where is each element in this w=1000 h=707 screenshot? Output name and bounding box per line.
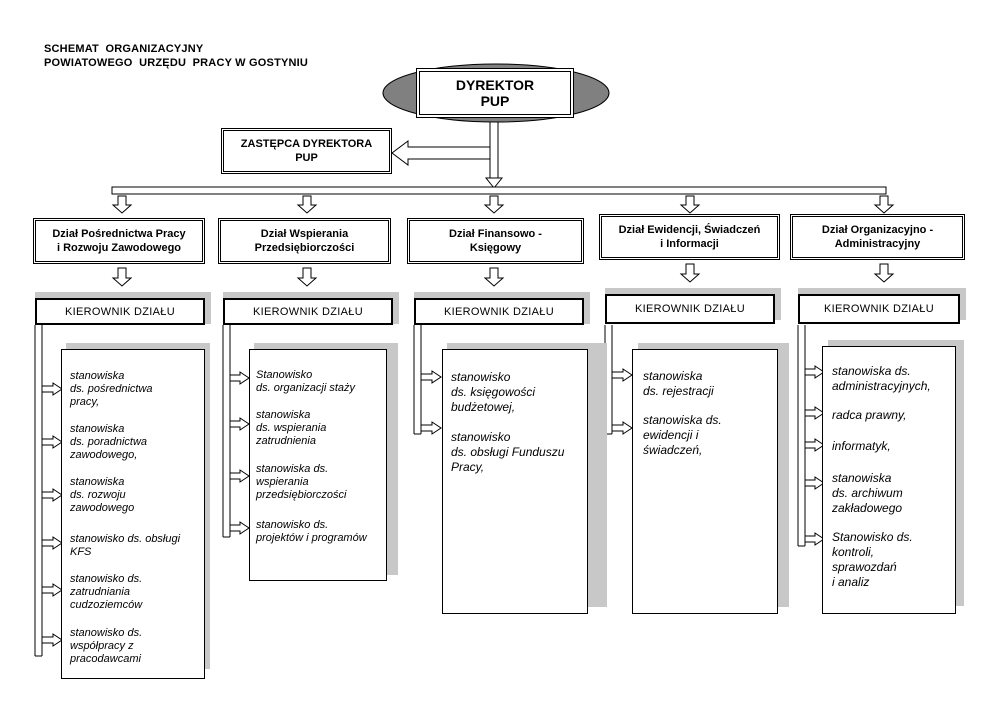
positions-box: stanowisko ds. księgowości budżetowej, s… — [442, 349, 588, 614]
head-down-arrows — [111, 263, 895, 287]
position-item: stanowiska ds. administracyjnych, — [832, 364, 931, 393]
deputy-arrow — [391, 140, 491, 166]
chart-title-line-2: POWIATOWEGO URZĘDU PRACY W GOSTYNIU — [44, 57, 309, 69]
positions-box: stanowiska ds. administracyjnych, radca … — [822, 346, 956, 614]
department-head-box: KIEROWNIK DZIAŁU — [414, 298, 584, 325]
department-head-box: KIEROWNIK DZIAŁU — [605, 294, 775, 324]
position-item: stanowiska ds. ewidencji i świadczeń, — [643, 413, 722, 457]
position-item: stanowisko ds. obsługi Funduszu Pracy, — [451, 430, 565, 474]
department-head-box: KIEROWNIK DZIAŁU — [223, 298, 393, 325]
position-item: stanowisko ds. księgowości budżetowej, — [451, 370, 536, 414]
chart-title-line-1: SCHEMAT ORGANIZACYJNY — [44, 43, 204, 55]
positions-box: stanowiska ds. pośrednictwa pracy, stano… — [61, 349, 205, 679]
position-item: stanowiska ds. archiwum zakładowego — [832, 471, 903, 515]
department-box: Dział Finansowo - Księgowy — [407, 218, 584, 264]
position-item: stanowisko ds. projektów i programów — [256, 519, 367, 544]
deputy-director-box: ZASTĘPCA DYREKTORA PUP — [221, 128, 392, 174]
position-item: stanowiska ds. wspierania przedsiębiorcz… — [256, 463, 347, 501]
director-box: DYREKTOR PUP — [416, 68, 574, 118]
position-item: Stanowisko ds. organizacji staży — [256, 369, 356, 394]
position-item: Stanowisko ds. kontroli, sprawozdań i an… — [832, 530, 913, 589]
department-box: Dział Pośrednictwa Pracy i Rozwoju Zawod… — [33, 218, 205, 264]
department-box: Dział Wspierania Przedsiębiorczości — [218, 218, 391, 264]
positions-box: stanowiska ds. rejestracji stanowiska ds… — [632, 349, 778, 614]
position-item: stanowisko ds. zatrudniania cudzoziemców — [70, 573, 143, 611]
positions-box: Stanowisko ds. organizacji staży stanowi… — [249, 349, 387, 581]
department-head-box: KIEROWNIK DZIAŁU — [35, 298, 205, 325]
position-item: informatyk, — [832, 439, 891, 453]
position-item: stanowiska ds. rejestracji — [643, 369, 714, 398]
position-item: stanowiska ds. pośrednictwa pracy, — [70, 370, 153, 408]
position-item: stanowiska ds. wspierania zatrudnienia — [256, 409, 327, 447]
position-item: stanowisko ds. obsługi KFS — [70, 533, 181, 558]
department-box: Dział Organizacyjno - Administracyjny — [790, 214, 965, 260]
position-item: radca prawny, — [832, 408, 907, 422]
position-item: stanowiska ds. poradnictwa zawodowego, — [70, 423, 148, 461]
department-box: Dział Ewidencji, Świadczeń i Informacji — [599, 214, 780, 260]
dept-down-arrows — [111, 195, 895, 214]
position-item: stanowiska ds. rozwoju zawodowego — [70, 476, 135, 514]
distribution-bar — [111, 186, 887, 195]
position-item: stanowisko ds. współpracy z pracodawcami — [70, 627, 143, 665]
department-head-box: KIEROWNIK DZIAŁU — [798, 294, 960, 324]
